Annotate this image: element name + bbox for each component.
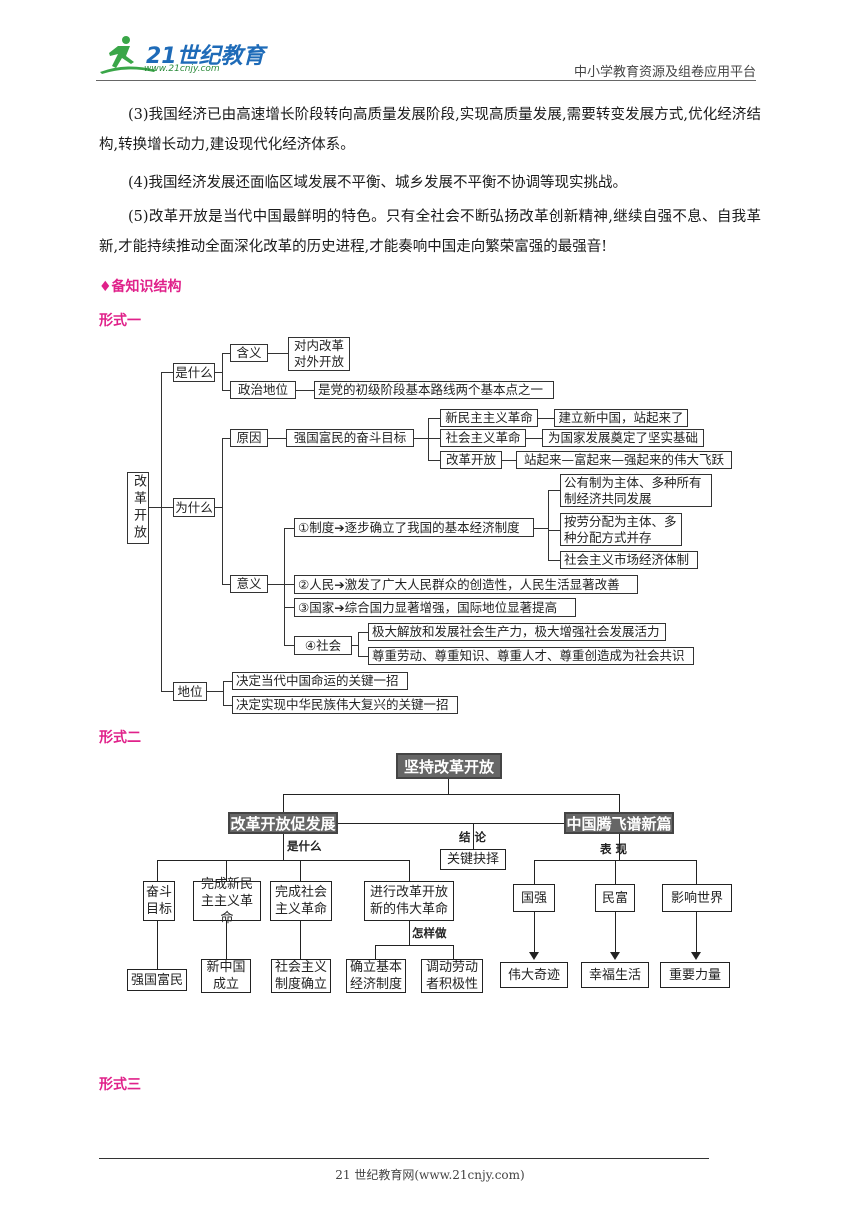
node-system-item-3: 社会主义市场经济体制 [560,551,698,569]
f2-left-item-1: 奋斗目标 [143,881,175,921]
meaning-item-1: 对内改革 [293,338,344,353]
f2-top: 坚持改革开放 [396,753,502,779]
f2-right-result-2: 幸福生活 [581,962,649,988]
f2-left-item-2: 完成新民主主义革命 [193,877,261,926]
meaning-item-2: 对外开放 [293,354,344,369]
node-sig-society: ④社会 [294,636,352,655]
root-node: 改革开放 [127,472,149,544]
node-sig-country: ③国家➔综合国力显著增强，国际地位显著提高 [294,598,576,617]
f2-what-label: 是什么 [287,839,322,853]
node-revolution-2-result: 为国家发展奠定了坚实基础 [542,429,704,447]
f2-arrowheads [529,952,701,960]
f2-left-item-3: 完成社会主义革命 [270,881,332,921]
node-revolution-3-result: 站起来—富起来—强起来的伟大飞跃 [516,451,732,469]
f2-conclusion: 关键抉择 [440,849,506,870]
node-revolution-3: 改革开放 [440,451,502,469]
node-system-item-2: 按劳分配为主体、多种分配方式并存 [560,513,682,546]
node-why: 为什么 [173,498,215,517]
f2-right-result-1: 伟大奇迹 [500,962,568,988]
form3-label: 形式三 [99,1077,141,1093]
logo-url: www.21cnjy.com [144,64,220,74]
node-sig-system: ①制度➔逐步确立了我国的基本经济制度 [294,518,534,537]
f2-right: 中国腾飞谱新篇 [564,812,674,834]
paragraph-3: (3)我国经济已由高速增长阶段转向高质量发展阶段,实现高质量发展,需要转变发展方… [99,107,761,153]
f2-right-item-2: 民富 [595,884,635,912]
node-system-item-1: 公有制为主体、多种所有制经济共同发展 [560,474,712,507]
section-title: ♦备知识结构 [99,279,182,295]
node-political-status-value: 是党的初级阶段基本路线两个基本点之一 [314,381,554,399]
f2-right-item-1: 国强 [513,884,555,912]
node-status-item-1: 决定当代中国命运的关键一招 [232,672,408,690]
node-meaning-items: 对内改革对外开放 [288,337,350,371]
form2-label: 形式二 [99,730,141,746]
f2-conclusion-label: 结 论 [459,830,487,844]
footer-text: 21 世纪教育网(www.21cnjy.com) [335,1168,525,1182]
f2-left: 改革开放促发展 [228,812,338,834]
paragraph-5: (5)改革开放是当代中国最鲜明的特色。只有全社会不断弘扬改革创新精神,继续自强不… [99,209,761,255]
f2-right-result-3: 重要力量 [660,962,730,988]
node-revolution-1: 新民主主义革命 [440,409,538,427]
node-significance: 意义 [230,575,268,593]
f2-show-label: 表 现 [600,842,628,856]
f2-left-item-4: 进行改革开放新的伟大革命 [364,881,454,921]
node-reason-value: 强国富民的奋斗目标 [286,429,414,447]
node-meaning: 含义 [230,344,268,362]
logo-text: 21世纪教育 [146,44,265,69]
node-reason: 原因 [230,429,268,447]
f2-left-result-1: 强国富民 [127,969,187,991]
platform-title: 中小学教育资源及组卷应用平台 [573,65,756,80]
node-status-item-2: 决定实现中华民族伟大复兴的关键一招 [232,696,458,714]
node-revolution-1-result: 建立新中国，站起来了 [554,409,688,427]
f2-how-label: 怎样做 [412,926,447,940]
site-logo: 21世纪教育 www.21cnjy.com [96,32,266,80]
f2-how-item-1: 确立基本经济制度 [346,959,406,993]
node-political-status: 政治地位 [230,381,296,399]
node-revolution-2: 社会主义革命 [440,429,526,447]
f2-left-result-2: 新中国成立 [201,959,251,993]
node-society-item-1: 极大解放和发展社会生产力，极大增强社会发展活力 [368,623,666,641]
node-status: 地位 [173,682,207,701]
form1-label: 形式一 [99,313,141,329]
paragraph-4: (4)我国经济发展还面临区域发展不平衡、城乡发展不平衡不协调等现实挑战。 [128,175,628,191]
footer-divider [99,1158,709,1159]
node-what: 是什么 [173,363,215,382]
f2-right-item-3: 影响世界 [662,884,732,912]
header-divider [96,80,756,81]
node-sig-people: ②人民➔激发了广大人民群众的创造性，人民生活显著改善 [294,575,638,594]
f2-left-result-3: 社会主义制度确立 [271,959,331,993]
f2-how-item-2: 调动劳动者积极性 [421,959,483,993]
node-society-item-2: 尊重劳动、尊重知识、尊重人才、尊重创造成为社会共识 [368,647,694,665]
